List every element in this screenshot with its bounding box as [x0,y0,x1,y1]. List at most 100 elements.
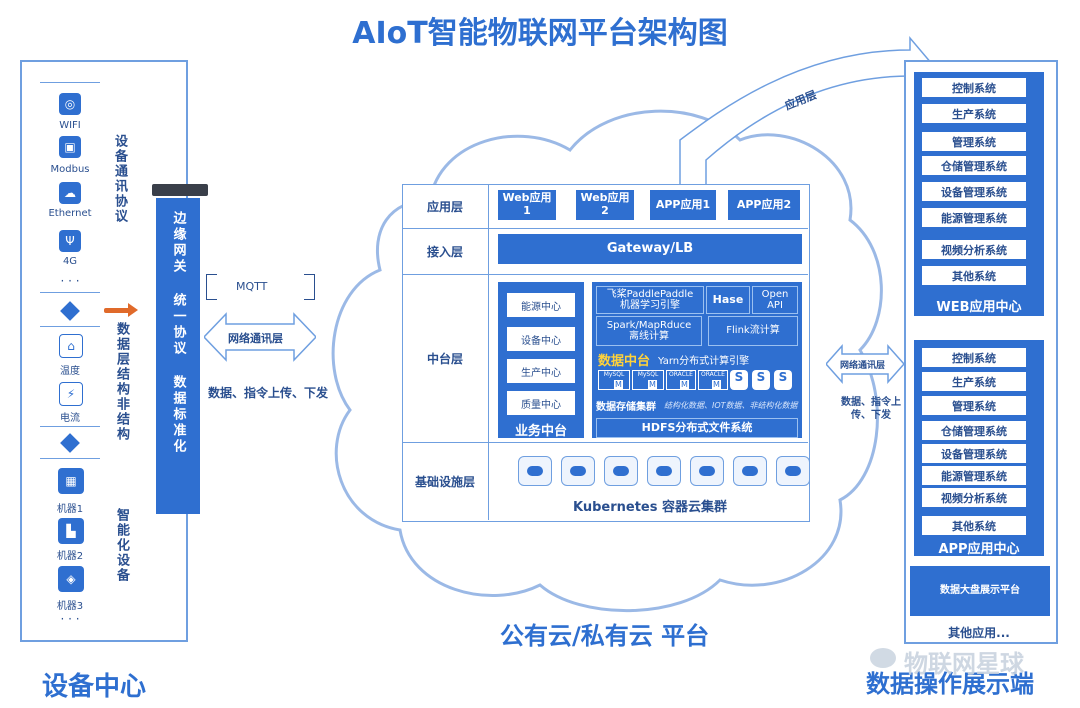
edge-gateway-text: 边缘网关 统一协议 数据标准化 [170,211,186,455]
ellipsis: · · · [60,274,80,288]
mqtt-bracket-left [206,274,217,300]
app-system-item[interactable]: 其他系统 [922,516,1026,535]
cube-icon: ◈ [58,566,84,592]
business-item[interactable]: 设备中心 [506,326,576,352]
app-system-item[interactable]: 管理系统 [922,396,1026,415]
protocol-label: 4G [62,256,78,267]
protocol-title: 设备通讯协议 [112,134,127,224]
kubernetes-label: Kubernetes 容器云集群 [572,500,727,515]
transfer-caption-right: 数据、指令上传、下发 [841,397,901,421]
ethernet-icon: ☁ [59,182,81,204]
machine-label: 机器3 [56,601,84,612]
paddle-engine-box[interactable]: 飞桨PaddlePaddle 机器学习引擎 [596,286,704,314]
app-1-box[interactable]: APP应用1 [650,190,716,220]
web-system-item[interactable]: 能源管理系统 [922,208,1026,227]
cloud-platform-label: 公有云/私有云 平台 [500,622,710,650]
cloud-server-icon [733,456,767,486]
row-label-infra: 基础设施层 [414,474,475,489]
display-label: 数据操作展示端 [866,670,1034,698]
cloud-server-icon [647,456,681,486]
cloud-server-icon [776,456,810,486]
web-app-center-title: WEB应用中心 [936,300,1022,315]
divider [40,326,100,327]
cloud-server-icon [561,456,595,486]
web-system-item[interactable]: 管理系统 [922,132,1026,151]
cloud-server-icon [604,456,638,486]
watermark-text: 物联网星球 [904,650,1024,678]
spark-box[interactable]: Spark/MapRduce 离线计算 [596,316,702,346]
antenna-icon: Ψ [59,230,81,252]
db-marker: M [648,380,657,389]
web-system-item[interactable]: 设备管理系统 [922,182,1026,201]
other-apps-label: 其他应用... [948,626,1010,640]
app-system-item[interactable]: 控制系统 [922,348,1026,367]
row-label-access: 接入层 [426,244,463,259]
web-app-1-box[interactable]: Web应用 1 [498,190,556,220]
yarn-label: Yarn分布式计算引擎 [658,356,750,367]
ellipsis: · · · [60,612,80,626]
edge-gateway-box[interactable]: 边缘网关 统一协议 数据标准化 [156,198,200,514]
protocol-label: Ethernet [48,208,92,219]
sensor-label: 电流 [60,413,80,424]
cloud-server-icon [690,456,724,486]
web-system-item[interactable]: 生产系统 [922,104,1026,123]
app-app-center-title: APP应用中心 [938,542,1020,557]
web-system-list: 控制系统 生产系统 管理系统 仓储管理系统 设备管理系统 能源管理系统 视频分析… [914,72,1044,316]
data-layer-title: 数据层结构非结构 [114,322,129,442]
hdfs-box[interactable]: HDFS分布式文件系统 [596,418,798,438]
storage-s-icon: S [774,370,792,390]
business-item[interactable]: 质量中心 [506,390,576,416]
storage-s-icon: S [752,370,770,390]
web-system-item[interactable]: 视频分析系统 [922,240,1026,259]
app-system-item[interactable]: 能源管理系统 [922,466,1026,485]
business-item[interactable]: 能源中心 [506,292,576,318]
open-api-box[interactable]: Open API [752,286,798,314]
device-center-label: 设备中心 [42,672,147,702]
web-system-item[interactable]: 其他系统 [922,266,1026,285]
wechat-logo-icon [870,648,896,668]
flink-box[interactable]: Flink流计算 [708,316,798,346]
app-system-item[interactable]: 视频分析系统 [922,488,1026,507]
data-middle-title: 数据中台 [598,354,651,369]
modbus-icon: ▣ [59,136,81,158]
gateway-lb-box[interactable]: Gateway/LB [498,234,802,264]
table-divider [402,274,808,275]
web-app-2-box[interactable]: Web应用 2 [576,190,634,220]
web-system-item[interactable]: 仓储管理系统 [922,156,1026,175]
business-item[interactable]: 生产中心 [506,358,576,384]
web-system-item[interactable]: 控制系统 [922,78,1026,97]
db-marker: M [614,380,623,389]
storage-cluster-label: 数据存储集群 [596,402,656,413]
app-system-item[interactable]: 生产系统 [922,372,1026,391]
current-sensor-icon: ⚡ [59,382,83,406]
network-arrow-right [826,344,904,384]
network-layer-label-right: 网络通讯层 [840,361,886,371]
app-system-list: 控制系统 生产系统 管理系统 仓储管理系统 设备管理系统 能源管理系统 视频分析… [914,340,1044,556]
table-divider [402,442,808,443]
smart-device-title: 智能化设备 [114,508,129,583]
app-system-item[interactable]: 仓储管理系统 [922,421,1026,440]
business-middle-title: 业务中台 [514,424,567,439]
data-arrow-icon [104,308,132,313]
sensor-label: 温度 [60,366,80,377]
transfer-caption: 数据、指令上传、下发 [208,386,329,400]
factory-icon: ▙ [58,518,84,544]
mqtt-label: MQTT [236,280,268,293]
app-system-item[interactable]: 设备管理系统 [922,444,1026,463]
router-icon [152,184,208,196]
app-2-box[interactable]: APP应用2 [728,190,800,220]
storage-subtitle: 结构化数据、IOT数据、非结构化数据 [664,401,798,410]
protocol-group [40,82,100,89]
storage-s-icon: S [730,370,748,390]
thermometer-icon: ⌂ [59,334,83,358]
wifi-icon: ◎ [59,93,81,115]
protocol-label: WIFI [59,120,81,131]
hase-box[interactable]: Hase [706,286,750,314]
machine-label: 机器1 [56,504,84,515]
network-layer-label: 网络通讯层 [228,332,283,345]
bigscreen-platform-box[interactable]: 数据大盘展示平台 [910,566,1050,616]
machine-label: 机器2 [56,551,84,562]
data-arrow-head-icon [128,303,138,317]
row-label-app: 应用层 [426,199,463,214]
table-divider [488,184,489,520]
